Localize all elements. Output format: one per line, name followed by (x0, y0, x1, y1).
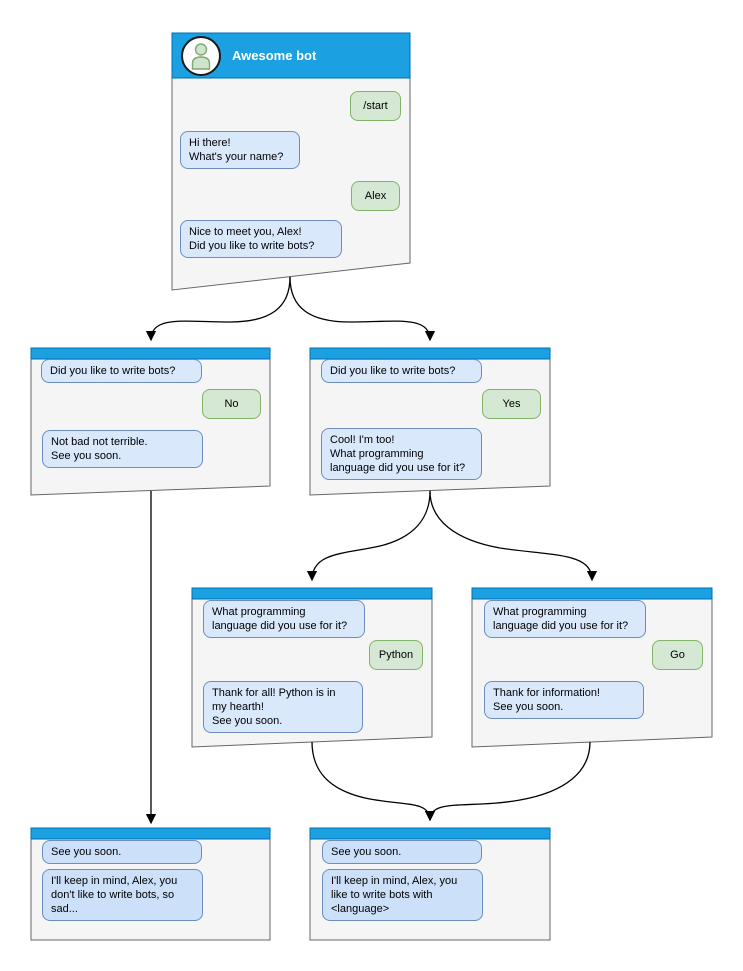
message-bubble-start: /start (350, 91, 401, 121)
window-branch-go-header (471, 587, 713, 600)
message-bubble-see-you-soon-yes: See you soon. (322, 840, 482, 864)
person-icon (191, 43, 211, 70)
window-branch-python-header (191, 587, 433, 600)
message-bubble-no: No (202, 389, 261, 419)
avatar-circle (181, 36, 221, 76)
window-branch-yes-header (309, 347, 551, 360)
arrow-yes-to-go (429, 490, 598, 582)
message-bubble-hi-there: Hi there! What's your name? (180, 131, 300, 169)
message-bubble-alex: Alex (351, 181, 400, 211)
window-end-yes-header (309, 827, 551, 840)
message-bubble-keep-in-mind-yes: I'll keep in mind, Alex, you like to wri… (322, 869, 483, 921)
message-bubble-thanks-go: Thank for information! See you soon. (484, 681, 644, 719)
message-bubble-python: Python (369, 640, 423, 670)
message-bubble-keep-in-mind-no: I'll keep in mind, Alex, you don't like … (42, 869, 203, 921)
message-bubble-go: Go (652, 640, 703, 670)
message-bubble-thanks-python: Thank for all! Python is in my hearth! S… (203, 681, 363, 733)
message-bubble-lang-question-go: What programming language did you use fo… (484, 600, 646, 638)
window-end-no-header (30, 827, 271, 840)
message-bubble-lang-question-python: What programming language did you use fo… (203, 600, 365, 638)
message-bubble-cool: Cool! I'm too! What programming language… (321, 428, 482, 480)
message-bubble-yes: Yes (482, 389, 541, 419)
message-bubble-question-no: Did you like to write bots? (41, 359, 202, 383)
arrow-go-to-end (424, 741, 591, 822)
message-bubble-nice-to-meet: Nice to meet you, Alex! Did you like to … (180, 220, 342, 258)
arrow-root-to-yes-branch (289, 276, 436, 342)
message-bubble-see-you-soon-no: See you soon. (42, 840, 202, 864)
arrow-python-to-end (311, 741, 436, 822)
message-bubble-not-bad: Not bad not terrible. See you soon. (42, 430, 203, 468)
bot-title: Awesome bot (232, 48, 317, 63)
window-branch-no-header (30, 347, 271, 360)
arrow-yes-to-python (306, 490, 431, 582)
bot-avatar (181, 36, 221, 76)
arrow-root-to-no-branch (145, 276, 291, 342)
message-bubble-question-yes: Did you like to write bots? (321, 359, 482, 383)
